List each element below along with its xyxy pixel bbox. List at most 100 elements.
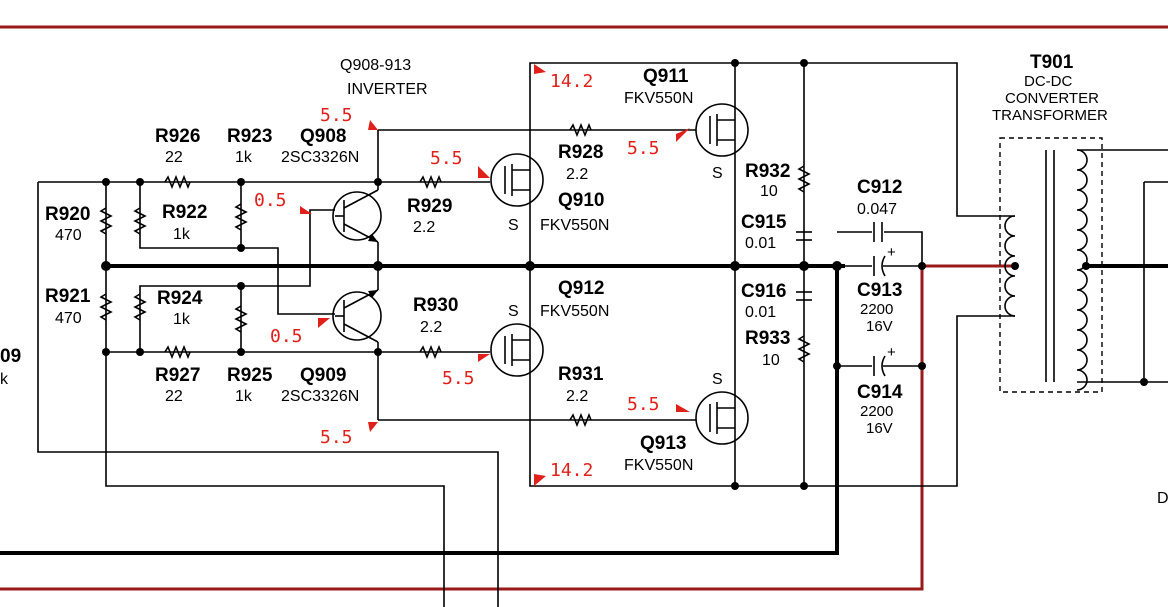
q911-source-label: S	[712, 165, 723, 182]
r930-resistor	[419, 344, 442, 360]
volt-q910-gate: 5.5	[430, 148, 463, 169]
q908-type: 2SC3326N	[281, 149, 359, 166]
r926-ref: R926	[155, 126, 200, 147]
r921-ref: R921	[45, 286, 91, 307]
r925-value: 1k	[235, 388, 253, 405]
r926-resistor	[164, 174, 191, 190]
q913-ref: Q913	[640, 433, 686, 454]
q911-mosfet-symbol	[695, 103, 749, 157]
r925-ref: R925	[227, 365, 273, 386]
q910-type: FKV550N	[540, 217, 609, 234]
svg-text:+: +	[887, 344, 896, 361]
q912-type: FKV550N	[540, 303, 609, 320]
drain-top-rail	[529, 62, 1015, 217]
q913-source-label: S	[712, 371, 723, 388]
r929-value: 2.2	[413, 219, 435, 236]
bottom-bus	[0, 266, 839, 555]
q913-type: FKV550N	[624, 457, 693, 474]
r927-resistor	[164, 344, 191, 360]
r926-value: 22	[165, 149, 183, 166]
block-title: Q908-913	[340, 57, 411, 74]
t901-secondary-coil	[1076, 149, 1088, 391]
q908-base-lead	[139, 209, 335, 352]
q912-ref: Q912	[558, 278, 604, 299]
q910-ref: Q910	[558, 190, 604, 211]
q909-type: 2SC3326N	[281, 388, 359, 405]
q913-mosfet-symbol	[695, 391, 749, 445]
c914-value: 2200	[860, 403, 893, 420]
r932-resistor	[797, 165, 811, 193]
c913-value: 2200	[860, 301, 893, 318]
r925-resistor	[234, 305, 248, 333]
c916-value: 0.01	[745, 304, 776, 321]
r933-resistor	[797, 335, 811, 363]
t901-desc-line1: DC-DC	[1024, 73, 1072, 90]
volt-q909-base: 0.5	[270, 326, 303, 347]
q910-source-label: S	[508, 217, 519, 234]
volt-q908-base: 0.5	[254, 190, 287, 211]
voltage-markers	[300, 64, 690, 486]
drain-bottom-rail	[529, 315, 1015, 487]
t901-transformer-box	[999, 137, 1103, 393]
c915-value: 0.01	[745, 235, 776, 252]
r931-ref: R931	[558, 364, 604, 385]
t901-desc-line2: CONVERTER	[1005, 90, 1099, 107]
r924-resistor	[133, 293, 147, 321]
r928-ref: R928	[558, 142, 603, 163]
q911-type: FKV550N	[624, 90, 693, 107]
edge-right-text: D	[1157, 490, 1168, 507]
r920-value: 470	[55, 227, 82, 244]
q909-transistor-symbol	[332, 291, 382, 341]
r928-value: 2.2	[566, 166, 588, 183]
t901-primary-coil	[1004, 215, 1016, 317]
c914-rating: 16V	[866, 420, 893, 437]
left-return-wire	[37, 182, 499, 607]
c912-value: 0.047	[857, 201, 897, 218]
r928-resistor	[569, 122, 592, 138]
t901-desc-line3: TRANSFORMER	[992, 107, 1108, 124]
r920-resistor	[99, 207, 113, 235]
r921-resistor	[99, 293, 113, 321]
c913-ref: C913	[857, 280, 902, 301]
q909-base-lead	[139, 182, 335, 315]
volt-q908-collector: 5.5	[320, 105, 353, 126]
c916-ref: C916	[741, 281, 786, 302]
q910-mosfet-symbol	[490, 153, 544, 207]
q908-transistor-symbol	[332, 191, 382, 241]
c912-ref: C912	[857, 177, 902, 198]
q911-ref: Q911	[643, 66, 689, 87]
q912-source-label: S	[508, 303, 519, 320]
r923-value: 1k	[235, 149, 253, 166]
r923-resistor	[234, 203, 248, 231]
r929-resistor	[419, 174, 442, 190]
r921-value: 470	[55, 310, 82, 327]
volt-q913-gate: 5.5	[627, 394, 660, 415]
r924-value: 1k	[173, 311, 191, 328]
junction-dots	[101, 59, 1148, 490]
r923-ref: R923	[227, 126, 272, 147]
r932-ref: R932	[745, 161, 790, 182]
q908-ref: Q908	[300, 126, 346, 147]
r930-ref: R930	[413, 295, 458, 316]
volt-q911-gate: 5.5	[627, 138, 660, 159]
r933-ref: R933	[745, 328, 790, 349]
volt-drain-top: 14.2	[550, 71, 593, 92]
r922-ref: R922	[162, 202, 207, 223]
r922-value: 1k	[173, 226, 191, 243]
r929-ref: R929	[407, 196, 452, 217]
r933-value: 10	[762, 352, 780, 369]
q912-mosfet-symbol	[490, 323, 544, 377]
r930-value: 2.2	[420, 319, 442, 336]
r932-value: 10	[760, 183, 778, 200]
left-vertical-wire	[105, 182, 445, 607]
block-subtitle: INVERTER	[347, 81, 428, 98]
volt-drain-bottom: 14.2	[550, 460, 593, 481]
c914-ref: C914	[857, 382, 903, 403]
r924-ref: R924	[157, 288, 203, 309]
edge-left-ref: 09	[0, 346, 21, 367]
volt-q912-gate: 5.5	[442, 368, 475, 389]
r931-resistor	[569, 412, 592, 428]
r922-resistor	[133, 207, 147, 235]
svg-text:+: +	[887, 244, 896, 261]
r927-ref: R927	[155, 365, 200, 386]
